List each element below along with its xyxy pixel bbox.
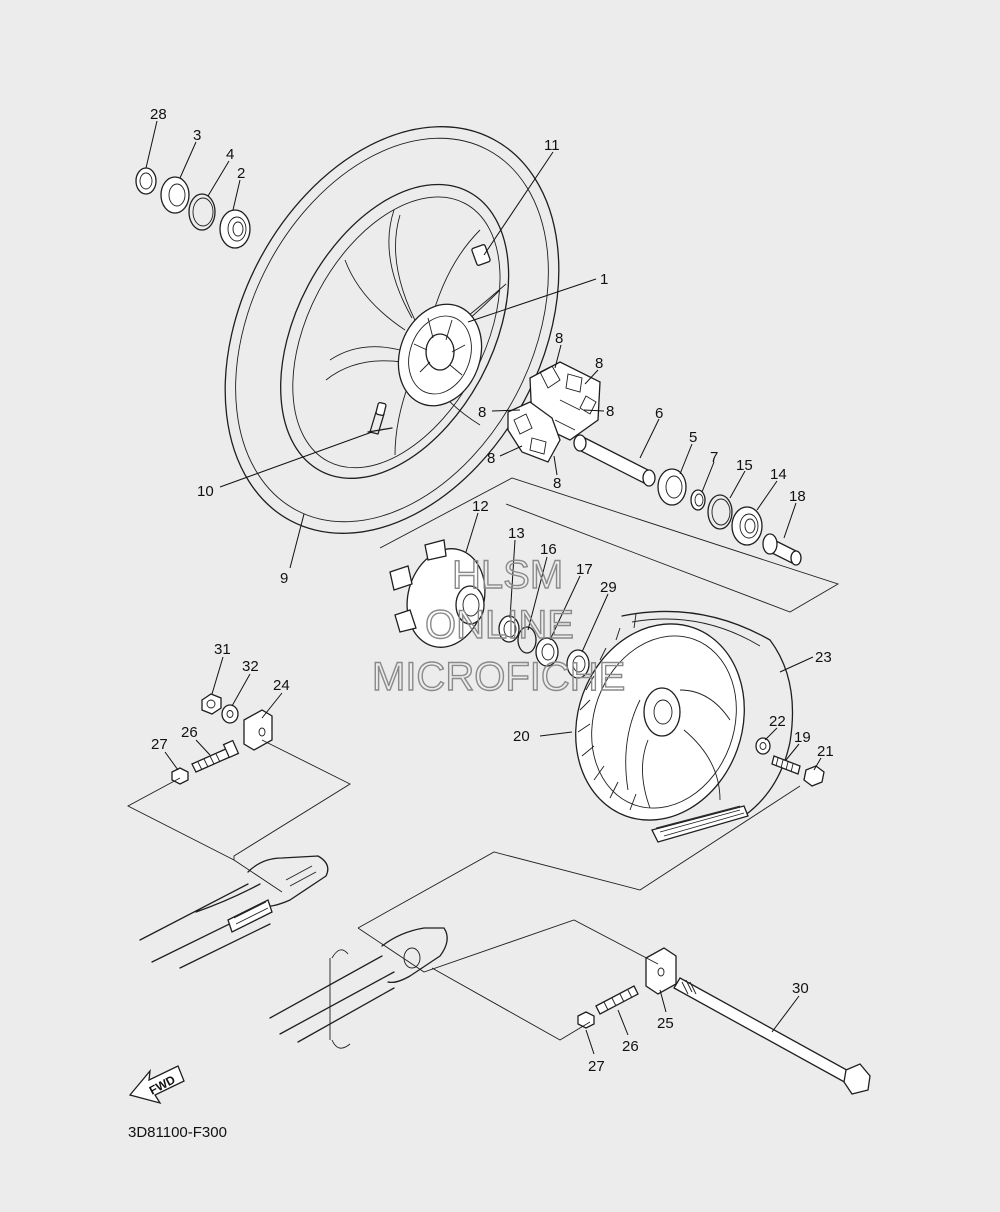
callout-8e: 8 <box>487 450 495 467</box>
callout-31: 31 <box>214 641 231 658</box>
callout-8c: 8 <box>478 404 486 421</box>
rear-axle <box>673 977 871 1095</box>
assembly-lines <box>127 477 840 1041</box>
bearing-2 <box>219 209 251 249</box>
right-adjuster-group <box>577 947 677 1029</box>
collar-29 <box>566 649 590 679</box>
rear-hub <box>397 303 483 407</box>
pulley-hub <box>389 539 590 679</box>
circlip-4 <box>188 193 216 231</box>
callout-14: 14 <box>770 466 787 483</box>
callout-25: 25 <box>657 1015 674 1032</box>
callout-19: 19 <box>794 729 811 746</box>
oil-seal-5 <box>657 468 687 506</box>
callout-27a: 27 <box>151 736 168 753</box>
collar-18 <box>762 533 802 566</box>
right-axle-stack <box>573 434 802 566</box>
callout-3: 3 <box>193 127 201 144</box>
callout-20: 20 <box>513 728 530 745</box>
callout-24: 24 <box>273 677 290 694</box>
left-bearing-stack <box>135 167 251 249</box>
callout-18: 18 <box>789 488 806 505</box>
callout-28: 28 <box>150 106 167 123</box>
oil-seal-17 <box>535 637 559 667</box>
belt-guard <box>621 610 794 843</box>
callout-8f: 8 <box>553 475 561 492</box>
callout-5: 5 <box>689 429 697 446</box>
collar-6 <box>573 434 656 487</box>
callout-11: 11 <box>544 137 560 154</box>
callout-9: 9 <box>280 570 288 587</box>
callout-29: 29 <box>600 579 617 596</box>
circlip-15 <box>707 494 733 530</box>
callout-8b: 8 <box>595 355 603 372</box>
spacer-7 <box>690 489 706 511</box>
callout-23: 23 <box>815 649 832 666</box>
bearing-14 <box>731 506 763 546</box>
callout-16: 16 <box>540 541 557 558</box>
collar-28 <box>135 167 157 195</box>
leader-lines <box>145 120 822 1055</box>
callout-30: 30 <box>792 980 809 997</box>
callout-labels: 28 3 4 2 11 1 8 8 8 8 8 8 6 5 7 15 14 18… <box>150 106 834 1075</box>
callout-26b: 26 <box>622 1038 639 1055</box>
callout-22: 22 <box>769 713 786 730</box>
watermark-line-1: HLSM <box>452 553 563 597</box>
tire-valve <box>367 401 393 435</box>
callout-6: 6 <box>655 405 663 422</box>
circlip-16 <box>517 626 537 654</box>
callout-12: 12 <box>472 498 489 515</box>
callout-8a: 8 <box>555 330 563 347</box>
callout-1: 1 <box>600 271 608 288</box>
callout-27b: 27 <box>588 1058 605 1075</box>
bearing-13 <box>498 615 520 643</box>
callout-17: 17 <box>576 561 593 578</box>
callout-15: 15 <box>736 457 753 474</box>
watermark-line-3: MICROFICHE <box>372 655 625 699</box>
watermark-line-2: ONLINE <box>425 603 574 647</box>
callout-10: 10 <box>197 483 214 500</box>
left-adjuster-group <box>171 693 273 785</box>
callout-26a: 26 <box>181 724 198 741</box>
swingarm-right <box>269 927 448 1049</box>
callout-13: 13 <box>508 525 525 542</box>
callout-32: 32 <box>242 658 259 675</box>
callout-2: 2 <box>237 165 245 182</box>
callout-8d: 8 <box>606 403 614 420</box>
pulley-fasteners <box>755 737 825 787</box>
rear-pulley <box>575 613 745 821</box>
callout-7: 7 <box>710 449 718 466</box>
swingarm-left <box>139 855 329 969</box>
diagram-code: 3D81100-F300 <box>128 1124 227 1141</box>
fwd-arrow-icon: FWD <box>128 1065 185 1105</box>
balance-weight <box>471 244 491 266</box>
watermark: HLSM ONLINE MICROFICHE <box>371 552 626 699</box>
callout-21: 21 <box>817 743 834 760</box>
oil-seal-3 <box>160 176 190 214</box>
callout-4: 4 <box>226 146 234 163</box>
